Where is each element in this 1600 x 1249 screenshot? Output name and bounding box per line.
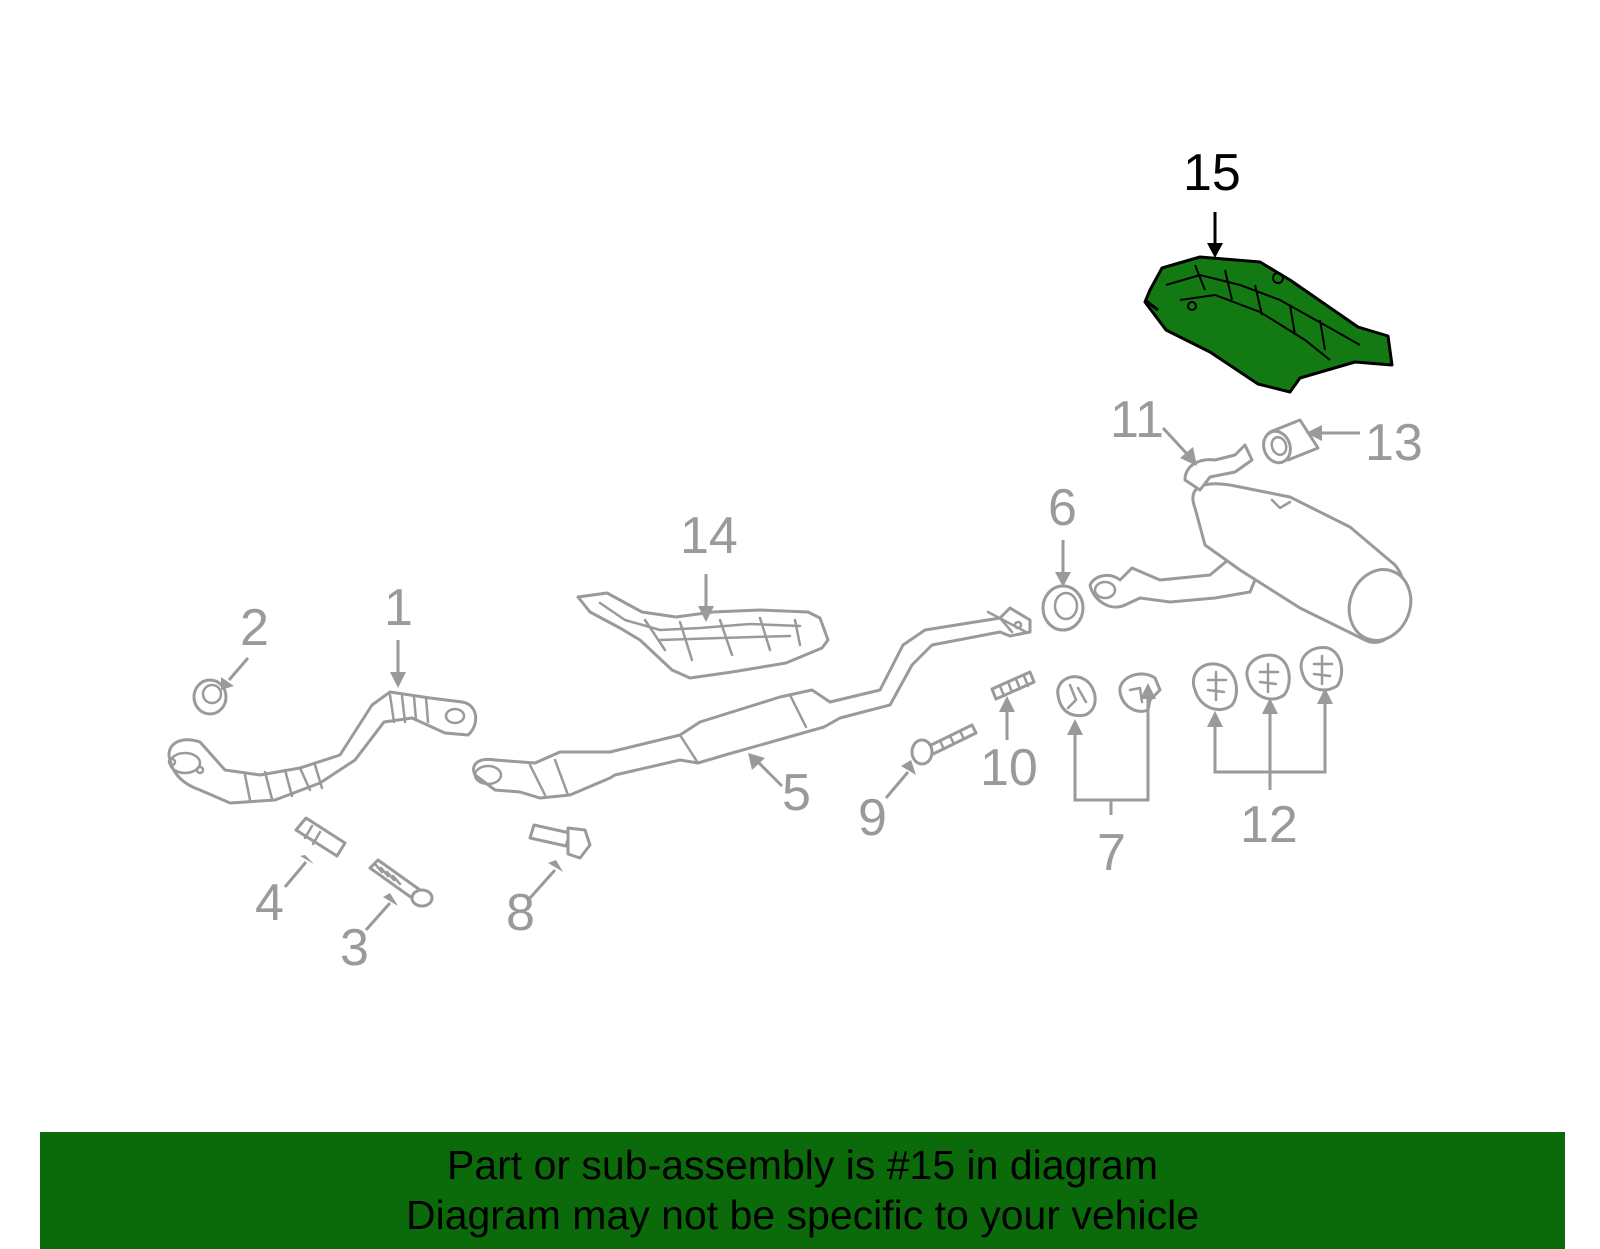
- callout-14: 14: [680, 507, 738, 565]
- callout-4: 4: [255, 874, 284, 932]
- part-12-hanger-c[interactable]: [1299, 645, 1344, 692]
- callout-7: 7: [1097, 824, 1126, 882]
- info-banner: Part or sub-assembly is #15 in diagram D…: [40, 1132, 1565, 1249]
- callout-3: 3: [340, 919, 369, 977]
- callout-8: 8: [506, 884, 535, 942]
- callout-2: 2: [240, 599, 269, 657]
- part-12-hanger-a[interactable]: [1191, 662, 1238, 711]
- callout-11: 11: [1110, 391, 1164, 449]
- part-10-stud[interactable]: [990, 670, 1036, 701]
- part-15-heat-shield[interactable]: [1143, 255, 1394, 394]
- part-7-hanger-right[interactable]: [1118, 672, 1162, 713]
- part-3-bolt[interactable]: [368, 858, 434, 908]
- callout-15: 15: [1183, 144, 1241, 202]
- part-6-gasket[interactable]: [1041, 584, 1085, 632]
- callout-9: 9: [858, 789, 887, 847]
- banner-line-part-number: Part or sub-assembly is #15 in diagram: [447, 1142, 1158, 1188]
- callout-5: 5: [782, 764, 811, 822]
- part-4-stud[interactable]: [294, 816, 347, 858]
- part-8-bolt[interactable]: [528, 823, 592, 860]
- callout-10: 10: [980, 739, 1038, 797]
- part-7-hanger-left[interactable]: [1056, 675, 1097, 718]
- exhaust-system-diagram: 15 1 2 3 4 5 6 7 8 9 10 11 12 13 14: [167, 144, 1423, 977]
- part-9-bolt[interactable]: [910, 723, 978, 766]
- callout-6: 6: [1048, 479, 1077, 537]
- part-14-heat-shield[interactable]: [576, 591, 830, 680]
- part-11-muffler-tailpipe[interactable]: [1088, 443, 1421, 649]
- part-1-front-exhaust-pipe[interactable]: [167, 690, 478, 805]
- callout-1: 1: [384, 579, 413, 637]
- part-2-gasket[interactable]: [192, 678, 228, 716]
- part-12-hanger-b[interactable]: [1245, 653, 1291, 701]
- part-5-intermediate-pipe[interactable]: [472, 606, 1032, 800]
- part-13-exhaust-tip[interactable]: [1259, 418, 1320, 466]
- banner-line-disclaimer: Diagram may not be specific to your vehi…: [405, 1192, 1199, 1238]
- callout-13: 13: [1365, 414, 1423, 472]
- callout-12: 12: [1240, 796, 1298, 854]
